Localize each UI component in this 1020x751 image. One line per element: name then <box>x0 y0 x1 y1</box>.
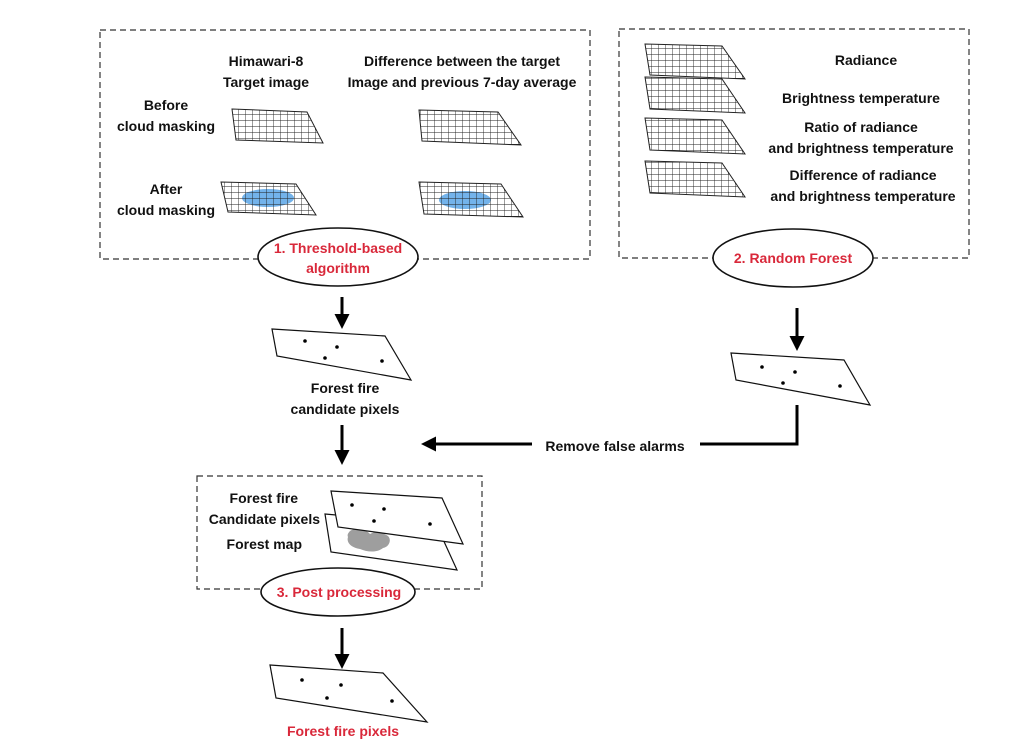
fire-pixel-dot <box>372 519 376 523</box>
variable-radiance: Radiance <box>834 52 898 68</box>
stage-3-label: 3. Post processing <box>276 584 402 600</box>
fire-pixel-dot <box>335 345 339 349</box>
row2-label-line1: After <box>149 181 183 197</box>
grid-layer-icon <box>644 117 746 155</box>
flat-layer-icon <box>269 664 429 723</box>
stage-3-oval <box>260 567 416 617</box>
fire-pixel-dot <box>303 339 307 343</box>
row1-label-line2: cloud masking <box>116 118 216 134</box>
flat-layer-icon <box>730 352 872 406</box>
grid-layer-icon <box>220 181 317 216</box>
variable-ratio-line2: and brightness temperature <box>768 140 954 156</box>
feedback-connector <box>700 405 799 446</box>
stage-2-oval <box>712 228 874 288</box>
grid-layer-icon <box>418 109 522 146</box>
fire-pixel-dot <box>382 507 386 511</box>
fire-pixel-dot <box>428 522 432 526</box>
variable-ratio-line1: Ratio of radiance <box>804 119 918 135</box>
candidate-label-line2: candidate pixels <box>290 401 400 417</box>
fire-pixel-dot <box>781 381 785 385</box>
grid-layer-icon <box>644 43 746 80</box>
output-label: Forest fire pixels <box>286 723 400 739</box>
variable-difference-line2: and brightness temperature <box>770 188 956 204</box>
fire-pixel-dot <box>325 696 329 700</box>
fire-pixel-dot <box>390 699 394 703</box>
col1-header-line1: Himawari-8 <box>228 53 304 69</box>
grid-layer-icon <box>644 160 746 198</box>
flat-layer-icon <box>330 490 464 545</box>
col2-header-line1: Difference between the target <box>363 53 561 69</box>
col2-header-line2: Image and previous 7-day average <box>347 74 577 90</box>
fire-pixel-dot <box>760 365 764 369</box>
stage-1-label-line1: 1. Threshold-based <box>273 240 403 256</box>
stage-1-label-line2: algorithm <box>306 260 370 276</box>
post-layer1-label-line1: Forest fire <box>229 490 298 506</box>
remove-false-alarms-label: Remove false alarms <box>545 438 685 454</box>
grid-layer-icon <box>231 108 324 144</box>
forest-map-icon <box>347 528 390 552</box>
fire-pixel-dot <box>380 359 384 363</box>
flat-layer-icon <box>271 328 413 381</box>
fire-pixel-dot <box>339 683 343 687</box>
fire-pixel-dot <box>350 503 354 507</box>
stage-1-oval <box>257 227 419 287</box>
variable-brightness-temperature: Brightness temperature <box>782 90 940 106</box>
grid-layer-icon <box>418 181 524 218</box>
variable-difference-line1: Difference of radiance <box>789 167 937 183</box>
grid-layer-icon <box>644 76 746 114</box>
fire-pixel-dot <box>323 356 327 360</box>
stage-2-label: 2. Random Forest <box>733 250 853 266</box>
fire-pixel-dot <box>838 384 842 388</box>
post-layer2-label: Forest map <box>226 536 302 552</box>
candidate-label-line1: Forest fire <box>310 380 380 396</box>
row1-label-line1: Before <box>143 97 189 113</box>
fire-pixel-dot <box>793 370 797 374</box>
row2-label-line2: cloud masking <box>116 202 216 218</box>
post-layer1-label-line2: Candidate pixels <box>208 511 320 527</box>
fire-pixel-dot <box>300 678 304 682</box>
col1-header-line2: Target image <box>222 74 310 90</box>
